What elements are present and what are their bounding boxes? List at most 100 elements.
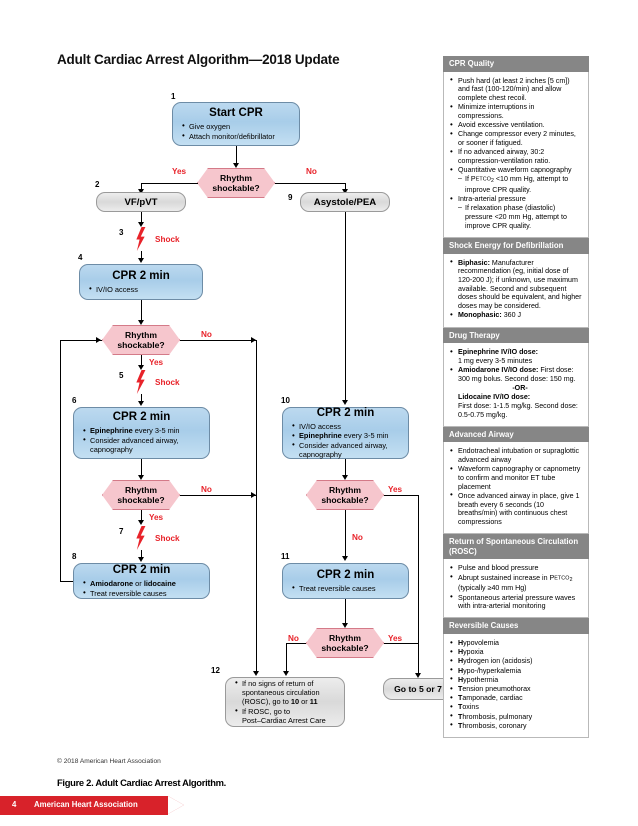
node-start-cpr-list: Give oxygen Attach monitor/defibrillator: [173, 121, 299, 141]
copyright-text: © 2018 American Heart Association: [57, 758, 161, 765]
arrowhead: [341, 189, 348, 194]
node-vf-pvt-title: VF/pVT: [124, 196, 158, 208]
decision-rhythm-shockable-3: Rhythm shockable?: [102, 480, 180, 510]
arrowhead: [414, 673, 421, 678]
list-item: Treat reversible causes: [292, 583, 404, 593]
connector: [141, 183, 198, 184]
node-asystole-pea: Asystole/PEA: [300, 192, 390, 212]
arrowhead: [137, 557, 144, 562]
arrowhead: [341, 556, 348, 561]
connector: [384, 643, 418, 644]
list-item-sub: If PETCO2 <10 mm Hg, attempt to improve …: [450, 175, 582, 194]
node-start-cpr: Start CPR Give oxygen Attach monitor/def…: [172, 102, 300, 146]
arrowhead: [252, 671, 259, 676]
figure-caption: Figure 2. Adult Cardiac Arrest Algorithm…: [57, 777, 226, 788]
shock-number-7: 7: [119, 527, 124, 536]
panel-body-rosc: Pulse and blood pressure Abrupt sustaine…: [443, 559, 589, 619]
list-item: Treat reversible causes: [83, 588, 205, 598]
advanced-airway-list: Endotracheal intubation or supraglottic …: [450, 447, 582, 526]
node-number-9: 9: [288, 193, 293, 202]
decision-rhythm-shockable-2: Rhythm shockable?: [102, 325, 180, 355]
decision-line-2: shockable?: [212, 183, 260, 193]
list-item: Hypovolemia: [450, 639, 582, 648]
connector: [345, 183, 346, 191]
list-item: Biphasic: Manufacturer recommendation (e…: [450, 258, 582, 311]
connector: [141, 355, 142, 367]
connector: [345, 212, 346, 402]
list-item: Consider advanced airway,capnography: [83, 435, 205, 454]
node-number-12: 12: [211, 666, 220, 675]
shock-number-5: 5: [119, 371, 124, 380]
list-item: Monophasic: 360 J: [450, 311, 582, 320]
list-item: Abrupt sustained increase in PETCO2 (typ…: [450, 573, 582, 593]
decision-line-2: shockable?: [117, 495, 165, 505]
list-item: Tension pneumothorax: [450, 685, 582, 694]
node-cpr-2min-4: CPR 2 min IV/IO access: [79, 264, 203, 300]
node-go-to-label: Go to 5 or 7: [394, 683, 442, 694]
node-cpr-2min-6: CPR 2 min Epinephrine every 3-5 min Cons…: [73, 407, 210, 459]
decision-rhythm-shockable-4: Rhythm shockable?: [306, 480, 384, 510]
connector: [180, 495, 256, 496]
list-item: If no advanced airway, 30:2 compression-…: [450, 148, 582, 165]
connector: [236, 146, 237, 165]
list-item: Give oxygen: [182, 121, 295, 131]
node-vf-pvt: VF/pVT: [96, 192, 186, 212]
list-item: Push hard (at least 2 inches [5 cm]) and…: [450, 76, 582, 103]
connector: [141, 550, 142, 559]
panel-header-drug-therapy: Drug Therapy: [443, 327, 589, 344]
list-item: IV/IO access: [89, 284, 198, 294]
node-cpr-2min-6-title: CPR 2 min: [112, 411, 171, 424]
shock-label: Shock: [155, 534, 180, 543]
list-item: Tamponade, cardiac: [450, 694, 582, 703]
connector: [345, 459, 346, 477]
branch-label-no: No: [201, 485, 212, 494]
panel-body-shock-energy: Biphasic: Manufacturer recommendation (e…: [443, 253, 589, 328]
branch-label-no: No: [288, 634, 299, 643]
sidebar-panels: CPR Quality Push hard (at least 2 inches…: [443, 56, 589, 739]
connector: [141, 510, 142, 522]
list-item-or: -OR-: [450, 384, 582, 393]
branch-label-yes: Yes: [388, 485, 403, 494]
branch-label-no: No: [201, 330, 212, 339]
decision-line-1: Rhythm: [329, 632, 361, 643]
node-cpr-2min-6-list: Epinephrine every 3-5 min Consider advan…: [74, 426, 209, 454]
banner-label: American Heart Association: [34, 800, 138, 809]
node-number-10: 10: [281, 396, 290, 405]
list-item: Endotracheal intubation or supraglottic …: [450, 447, 582, 464]
decision-line-1: Rhythm: [125, 484, 157, 495]
decision-rhythm-shockable-5: Rhythm shockable?: [306, 628, 384, 658]
arrowhead: [251, 491, 256, 498]
node-cpr-2min-10-list: IV/IO access Epinephrine every 3-5 min C…: [283, 421, 408, 460]
node-number-8: 8: [72, 552, 77, 561]
decision-line-1: Rhythm: [125, 329, 157, 340]
decision-line-1: Rhythm: [220, 172, 252, 183]
connector: [60, 581, 73, 582]
node-cpr-2min-11-title: CPR 2 min: [316, 568, 375, 581]
list-item: Quantitative waveform capnography: [450, 166, 582, 175]
arrowhead: [137, 189, 144, 194]
list-item: Pulse and blood pressure: [450, 564, 582, 573]
rosc-list: Pulse and blood pressure Abrupt sustaine…: [450, 564, 582, 611]
list-item: Amiodarone IV/IO dose: First dose: 300 m…: [450, 366, 582, 383]
node-number-2: 2: [95, 180, 100, 189]
decision-line-2: shockable?: [321, 643, 369, 653]
arrowhead: [341, 475, 348, 480]
connector: [141, 212, 142, 224]
panel-body-cpr-quality: Push hard (at least 2 inches [5 cm]) and…: [443, 71, 589, 239]
connector: [286, 643, 287, 673]
decision-line-2: shockable?: [117, 340, 165, 350]
cpr-quality-list: Push hard (at least 2 inches [5 cm]) and…: [450, 76, 582, 231]
reversible-causes-list: Hypovolemia Hypoxia Hydrogen ion (acidos…: [450, 639, 582, 731]
list-item: Consider advanced airway,capnography: [292, 440, 404, 459]
panel-header-cpr-quality: CPR Quality: [443, 56, 589, 72]
list-item: Spontaneous arterial pressure waves with…: [450, 593, 582, 611]
connector: [345, 599, 346, 625]
panel-body-reversible-causes: Hypovolemia Hypoxia Hydrogen ion (acidos…: [443, 634, 589, 739]
arrowhead: [137, 222, 144, 227]
decision-line-1: Rhythm: [329, 484, 361, 495]
connector: [286, 643, 306, 644]
branch-label-yes: Yes: [149, 358, 164, 367]
connector: [384, 495, 419, 496]
